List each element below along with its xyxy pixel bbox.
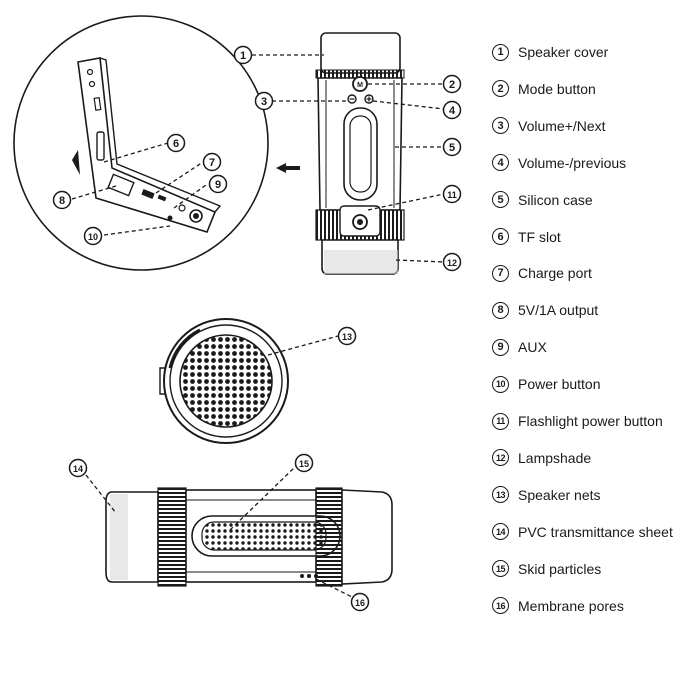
- callout-5: 5: [442, 137, 462, 157]
- callout-number: 7: [209, 157, 215, 169]
- legend-label: Silicon case: [518, 191, 593, 208]
- callout-number: 12: [447, 258, 457, 268]
- legend-number: 10: [492, 375, 509, 393]
- legend-item-7: 7 Charge port: [492, 261, 592, 285]
- legend-label: 5V/1A output: [518, 302, 599, 319]
- legend-item-4: 4 Volume-/previous: [492, 151, 626, 175]
- legend-item-12: 12 Lampshade: [492, 446, 591, 470]
- callout-number: 5: [449, 142, 455, 154]
- legend-label: AUX: [518, 339, 547, 356]
- legend-number: 4: [492, 154, 509, 172]
- callout-number: 3: [261, 96, 267, 108]
- legend-label: Flashlight power button: [518, 413, 663, 429]
- callout-3: 3: [254, 91, 274, 111]
- callout-number: 6: [173, 138, 179, 150]
- callout-2: 2: [442, 74, 462, 94]
- legend-label: Charge port: [518, 265, 592, 282]
- legend-number: 6: [492, 228, 509, 245]
- legend-item-16: 16 Membrane pores: [492, 594, 624, 618]
- svg-text:M: M: [357, 82, 363, 89]
- callout-9: 9: [208, 174, 228, 194]
- callout-1: 1: [233, 45, 253, 65]
- legend-number: 8: [492, 301, 509, 319]
- legend-label: Power button: [518, 376, 601, 393]
- callout-number: 14: [73, 464, 83, 474]
- legend-item-9: 9 AUX: [492, 335, 547, 359]
- legend-item-6: 6 TF slot: [492, 225, 561, 249]
- callout-number: 8: [59, 195, 65, 207]
- callout-number: 1: [240, 50, 246, 62]
- callout-6: 6: [166, 133, 186, 153]
- legend-number: 1: [492, 43, 509, 61]
- callout-16: 16: [350, 592, 370, 612]
- callout-number: 4: [449, 105, 456, 117]
- callout-12: 12: [442, 252, 462, 272]
- callout-15: 15: [294, 453, 314, 473]
- callout-13: 13: [337, 326, 357, 346]
- legend-number: 16: [492, 597, 509, 614]
- legend-item-10: 10 Power button: [492, 372, 601, 396]
- legend-number: 13: [492, 486, 509, 504]
- legend-item-8: 8 5V/1A output: [492, 298, 598, 322]
- legend-label: Membrane pores: [518, 597, 624, 614]
- direction-arrow-icon: [276, 163, 300, 173]
- callout-number: 2: [449, 79, 455, 91]
- legend-number: 12: [492, 449, 509, 467]
- speaker-front-view: [159, 318, 289, 444]
- legend-label: Lampshade: [518, 449, 592, 466]
- legend-label: TF slot: [518, 228, 561, 245]
- legend-label: Speaker cover: [518, 44, 609, 60]
- legend-item-3: 3 Volume+/Next: [492, 114, 606, 138]
- legend-label: Skid particles: [518, 560, 602, 577]
- callout-number: 11: [447, 190, 457, 200]
- legend-number: 11: [492, 412, 509, 430]
- main-unit-horizontal: [105, 487, 393, 587]
- legend-item-5: 5 Silicon case: [492, 188, 593, 212]
- legend-item-1: 1 Speaker cover: [492, 40, 608, 64]
- legend-number: 2: [492, 80, 509, 98]
- detail-view-port-panel: [13, 15, 269, 271]
- legend-number: 9: [492, 338, 509, 356]
- legend-label: PVC transmittance sheet: [518, 523, 673, 540]
- legend-number: 15: [492, 560, 509, 578]
- legend-number: 14: [492, 523, 509, 541]
- legend-label: Volume-/previous: [518, 154, 627, 171]
- callout-number: 15: [299, 459, 309, 469]
- legend-item-2: 2 Mode button: [492, 77, 596, 101]
- main-unit-vertical: M: [315, 32, 405, 275]
- callout-8: 8: [52, 190, 72, 210]
- callout-number: 13: [342, 332, 352, 342]
- legend-number: 3: [492, 117, 509, 135]
- legend-item-14: 14 PVC transmittance sheet: [492, 520, 673, 544]
- legend-item-15: 15 Skid particles: [492, 557, 601, 581]
- legend-label: Mode button: [518, 80, 596, 97]
- callout-14: 14: [68, 458, 88, 478]
- callout-10: 10: [83, 226, 103, 246]
- legend-label: Speaker nets: [518, 486, 601, 503]
- legend-number: 5: [492, 191, 509, 209]
- legend-label: Volume+/Next: [518, 117, 606, 134]
- leader-lines: [71, 54, 445, 598]
- callout-number: 9: [215, 179, 221, 191]
- legend-item-13: 13 Speaker nets: [492, 483, 601, 507]
- callout-number: 16: [355, 598, 365, 608]
- legend-item-11: 11 Flashlight power button: [492, 409, 663, 433]
- callout-7: 7: [202, 152, 222, 172]
- callout-4: 4: [442, 100, 462, 120]
- callout-11: 11: [442, 184, 462, 204]
- callout-number: 10: [88, 232, 98, 242]
- legend-number: 7: [492, 264, 509, 282]
